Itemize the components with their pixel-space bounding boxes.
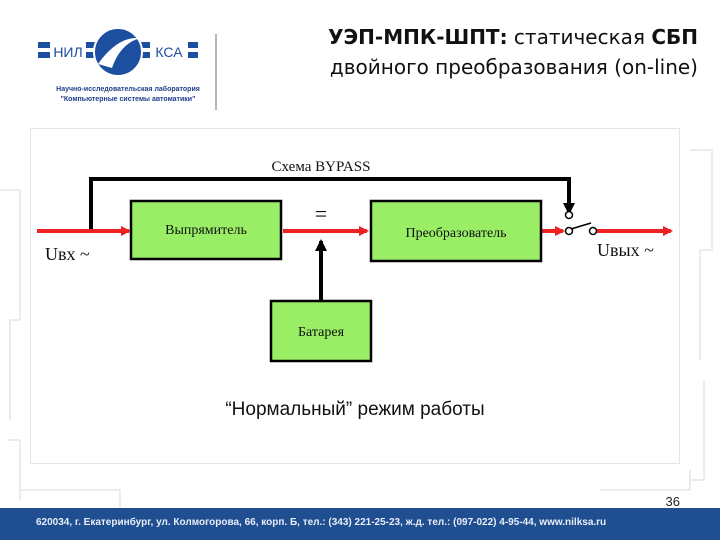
switch-contact-main: [564, 226, 574, 236]
header-divider: [215, 34, 217, 110]
logo-subtitle-2: "Компьютерные системы автоматики": [60, 96, 196, 103]
diagram-panel: Схема BYPASS Выпрямитель Преобразователь…: [30, 128, 680, 464]
ups-diagram: Схема BYPASS Выпрямитель Преобразователь…: [37, 159, 673, 363]
page-number: 36: [665, 494, 680, 509]
rectifier-block: [129, 199, 283, 261]
logo-right-text: КСА: [155, 44, 183, 60]
nilksa-logo: НИЛ КСА Научно-исследовательская лаборат…: [28, 26, 208, 116]
rectifier-label: Выпрямитель: [165, 223, 247, 238]
inverter-block: [369, 199, 543, 263]
title-rest: статическая: [507, 25, 652, 49]
footer-bar: 620034, г. Екатеринбург, ул. Колмогорова…: [0, 508, 720, 540]
background-decoration: [0, 149, 713, 510]
page-title: УЭП-МПК-ШПТ: статическая СБП двойного пр…: [226, 22, 698, 82]
switch-contact-bypass: [564, 210, 574, 220]
output-voltage-label: Uвых ~: [597, 240, 654, 260]
logo-emblem: НИЛ КСА: [38, 27, 198, 77]
logo-left-text: НИЛ: [53, 44, 82, 60]
footer-address: 620034, г. Екатеринбург, ул. Колмогорова…: [36, 517, 607, 528]
bypass-line: [89, 177, 575, 231]
battery-block: [269, 299, 373, 363]
title-bold-2: СБП: [651, 25, 698, 49]
mode-caption: “Нормальный” режим работы: [225, 399, 485, 420]
title-line-2: двойного преобразования (on-line): [329, 55, 698, 79]
switch-contact-out: [588, 226, 598, 236]
battery-label: Батарея: [298, 325, 345, 340]
input-voltage-label: Uвх ~: [45, 244, 90, 264]
switch-arm: [570, 222, 592, 230]
bypass-label: Схема BYPASS: [272, 159, 371, 175]
inverter-label: Преобразователь: [405, 226, 506, 241]
logo-subtitle-1: Научно-исследовательская лаборатория: [56, 86, 200, 93]
dc-symbol: =: [315, 201, 327, 226]
title-bold: УЭП-МПК-ШПТ:: [328, 25, 508, 49]
